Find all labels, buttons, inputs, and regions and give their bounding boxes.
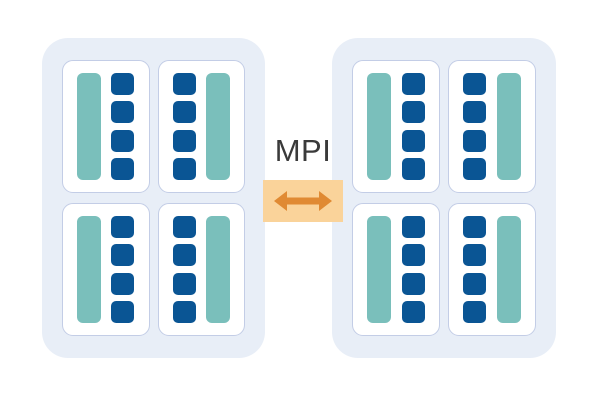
core-column: [401, 73, 425, 180]
core-square: [401, 300, 425, 323]
core-square: [401, 244, 425, 267]
core-square: [463, 300, 487, 323]
memory-bar: [205, 216, 230, 323]
core-square: [401, 157, 425, 180]
core-square: [463, 216, 487, 238]
core-column: [111, 216, 135, 323]
core-square: [111, 300, 135, 323]
core-square: [172, 157, 196, 180]
core-square: [172, 216, 196, 238]
core-column: [172, 73, 196, 180]
socket-grid-left: [42, 38, 265, 358]
socket-card-bottom-left: [352, 203, 440, 336]
core-square: [111, 157, 135, 180]
socket-card-bottom-left: [62, 203, 150, 336]
mpi-link-label-container: MPI: [263, 132, 343, 170]
core-square: [111, 216, 135, 238]
core-square: [401, 129, 425, 152]
core-square: [463, 129, 487, 152]
socket-card-top-left: [62, 60, 150, 193]
core-square: [172, 73, 196, 95]
node-panel-left: [42, 38, 265, 358]
core-square: [111, 244, 135, 267]
memory-bar: [367, 73, 392, 180]
mpi-arrow-band: [263, 180, 343, 222]
core-square: [401, 216, 425, 238]
core-column: [172, 216, 196, 323]
core-square: [172, 101, 196, 124]
core-column: [463, 216, 487, 323]
memory-bar: [496, 216, 521, 323]
core-square: [111, 73, 135, 95]
socket-card-top-right: [157, 60, 245, 193]
core-square: [172, 272, 196, 295]
socket-card-top-right: [448, 60, 536, 193]
core-square: [172, 300, 196, 323]
core-square: [463, 101, 487, 124]
core-column: [401, 216, 425, 323]
memory-bar: [367, 216, 392, 323]
socket-grid-right: [332, 38, 556, 358]
mpi-label: MPI: [274, 133, 332, 168]
double-headed-horizontal-arrow-icon: [272, 188, 334, 214]
core-square: [401, 272, 425, 295]
memory-bar: [77, 73, 102, 180]
socket-card-bottom-right: [448, 203, 536, 336]
core-column: [111, 73, 135, 180]
memory-bar: [205, 73, 230, 180]
core-square: [463, 73, 487, 95]
core-square: [111, 101, 135, 124]
memory-bar: [77, 216, 102, 323]
core-square: [463, 272, 487, 295]
core-square: [401, 101, 425, 124]
socket-card-top-left: [352, 60, 440, 193]
core-square: [463, 244, 487, 267]
core-square: [111, 272, 135, 295]
core-square: [401, 73, 425, 95]
core-column: [463, 73, 487, 180]
core-square: [172, 129, 196, 152]
core-square: [111, 129, 135, 152]
core-square: [463, 157, 487, 180]
node-panel-right: [332, 38, 556, 358]
socket-card-bottom-right: [157, 203, 245, 336]
core-square: [172, 244, 196, 267]
memory-bar: [496, 73, 521, 180]
